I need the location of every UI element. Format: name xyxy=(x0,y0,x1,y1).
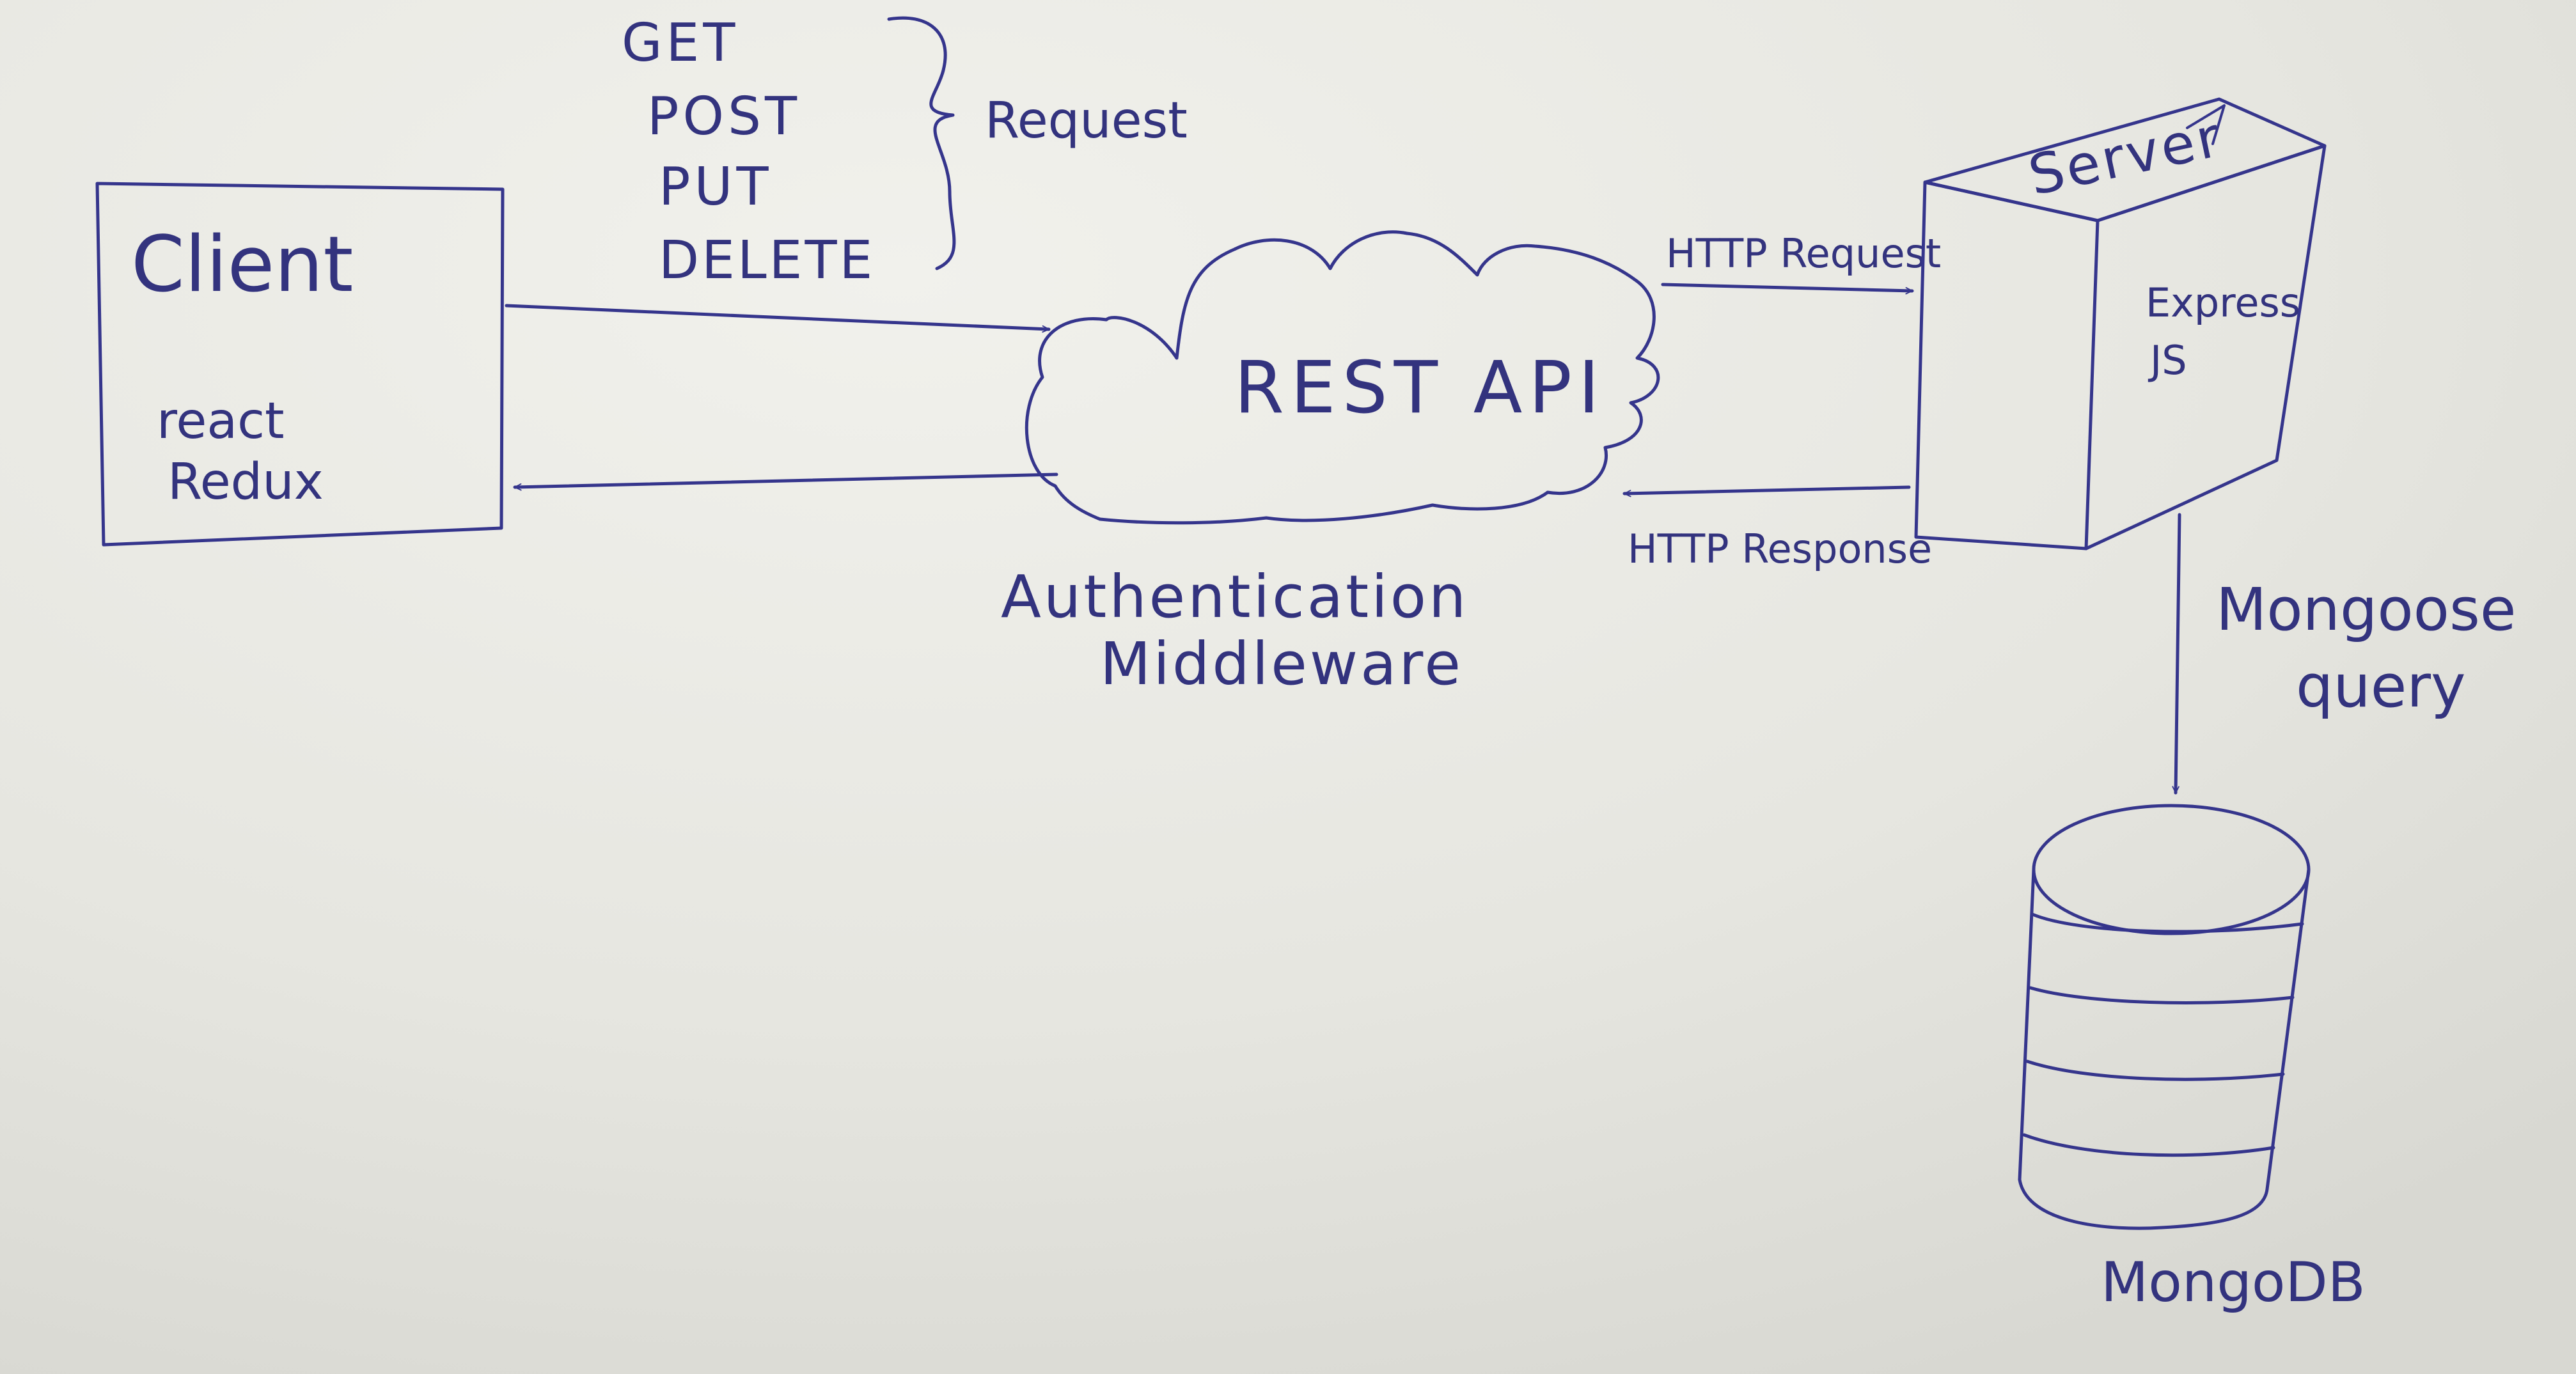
mongodb-label: MongoDB xyxy=(2101,1251,2366,1315)
request-brace xyxy=(887,16,956,270)
request-methods: GET POST PUT DELETE xyxy=(622,13,875,291)
rest-api-cloud: REST API xyxy=(1025,230,1660,525)
http-response-label: HTTP Response xyxy=(1628,526,1932,572)
mongodb-database-icon xyxy=(2018,804,2311,1230)
client-box: Client react Redux xyxy=(95,182,505,547)
auth-caption-line2: Middleware xyxy=(1100,630,1463,698)
client-tech-redux: Redux xyxy=(168,453,324,511)
rest-api-title: REST API xyxy=(1234,347,1606,430)
request-brace-label: Request xyxy=(985,92,1188,150)
client-tech-react: react xyxy=(157,393,285,450)
method-get: GET xyxy=(622,13,739,74)
method-post: POST xyxy=(647,86,801,147)
server-tech-js: JS xyxy=(2148,337,2187,384)
mongoose-query-arrow xyxy=(2176,513,2181,795)
client-to-api-arrow xyxy=(505,304,1051,329)
mongoose-label-line2: query xyxy=(2296,652,2466,721)
client-title: Client xyxy=(131,221,353,309)
http-request-arrow xyxy=(1661,283,1914,291)
http-response-arrow xyxy=(1622,485,1911,494)
method-delete: DELETE xyxy=(659,230,875,291)
http-request-label: HTTP Request xyxy=(1666,230,1941,277)
api-to-client-arrow xyxy=(513,472,1058,487)
method-put: PUT xyxy=(659,157,773,217)
mongoose-label-line1: Mongoose xyxy=(2216,575,2516,644)
server-tech-express: Express xyxy=(2146,279,2300,326)
auth-caption-line1: Authentication xyxy=(1001,563,1468,631)
